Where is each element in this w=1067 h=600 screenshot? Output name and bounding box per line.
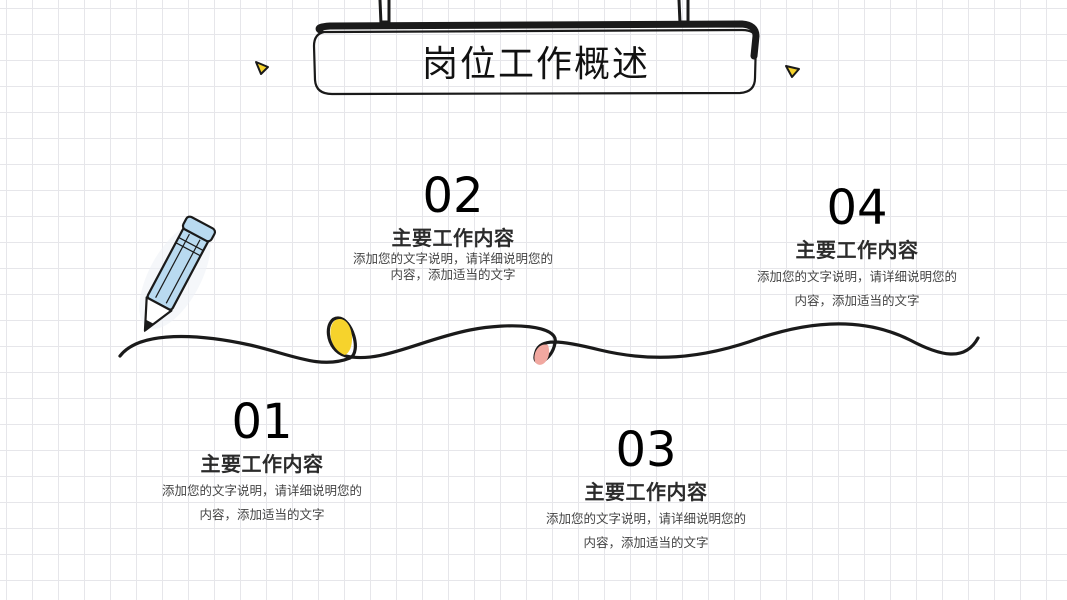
step-number: 02 <box>422 168 484 224</box>
step-description-line: 内容，添加适当的文字 <box>199 507 325 522</box>
step-03: 03 主要工作内容 添加您的文字说明，请详细说明您的 内容，添加适当的文字 <box>531 426 761 555</box>
step-description: 添加您的文字说明，请详细说明您的 内容，添加适当的文字 <box>338 251 568 283</box>
triangle-accent-left <box>255 61 269 75</box>
title-box: 岗位工作概述 <box>316 24 756 94</box>
step-description-line: 添加您的文字说明，请详细说明您的 <box>352 251 553 266</box>
pencil-icon <box>139 215 217 333</box>
step-description-line: 内容，添加适当的文字 <box>794 293 920 308</box>
step-heading: 主要工作内容 <box>795 238 919 262</box>
step-number: 03 <box>615 422 677 478</box>
yellow-loop-fill <box>330 318 353 355</box>
step-description-line: 内容，添加适当的文字 <box>390 267 516 282</box>
page-title: 岗位工作概述 <box>421 44 650 85</box>
step-description-line: 添加您的文字说明，请详细说明您的 <box>161 483 362 498</box>
triangle-accent-right <box>785 65 800 78</box>
step-number: 04 <box>826 180 888 236</box>
step-description: 添加您的文字说明，请详细说明您的 内容，添加适当的文字 <box>742 265 972 313</box>
step-02: 02 主要工作内容 添加您的文字说明，请详细说明您的 内容，添加适当的文字 <box>338 172 568 283</box>
title-banner <box>312 20 760 96</box>
step-01: 01 主要工作内容 添加您的文字说明，请详细说明您的 内容，添加适当的文字 <box>147 398 377 527</box>
wavy-timeline <box>118 316 980 364</box>
step-description-line: 添加您的文字说明，请详细说明您的 <box>545 511 746 526</box>
step-heading: 主要工作内容 <box>584 480 708 504</box>
step-description-line: 添加您的文字说明，请详细说明您的 <box>756 269 957 284</box>
step-description-line: 内容，添加适当的文字 <box>583 535 709 550</box>
step-heading: 主要工作内容 <box>200 452 324 476</box>
step-description: 添加您的文字说明，请详细说明您的 内容，添加适当的文字 <box>147 479 377 527</box>
step-heading: 主要工作内容 <box>391 226 515 250</box>
step-04: 04 主要工作内容 添加您的文字说明，请详细说明您的 内容，添加适当的文字 <box>742 184 972 313</box>
pink-loop-fill <box>534 344 550 365</box>
step-number: 01 <box>231 394 293 450</box>
step-description: 添加您的文字说明，请详细说明您的 内容，添加适当的文字 <box>531 507 761 555</box>
